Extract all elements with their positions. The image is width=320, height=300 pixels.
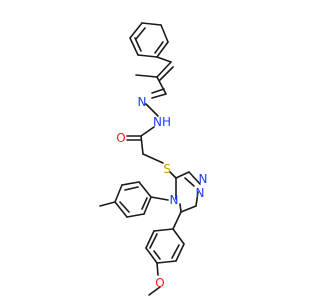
bond bbox=[140, 135, 144, 155]
bond bbox=[156, 260, 177, 264]
bond bbox=[156, 61, 172, 78]
bond-inner bbox=[171, 244, 180, 259]
bond-inner bbox=[154, 41, 164, 54]
bond bbox=[156, 41, 169, 58]
bond bbox=[160, 24, 169, 43]
atom-n-imine: N bbox=[138, 95, 147, 109]
bond bbox=[140, 126, 155, 137]
atom-n-triazole-left: N bbox=[170, 193, 179, 207]
atom-s-thioether: S bbox=[163, 162, 171, 176]
bond bbox=[145, 230, 155, 249]
bond bbox=[145, 247, 158, 264]
bond bbox=[145, 103, 159, 117]
bond-double bbox=[151, 88, 165, 94]
bond bbox=[121, 181, 140, 186]
atom-nh-hydrazide: NH bbox=[153, 115, 171, 129]
bond-double bbox=[184, 177, 195, 187]
bond-inner bbox=[119, 201, 130, 213]
bond bbox=[150, 196, 169, 201]
molecule-structure: N NH O S N N N O bbox=[99, 22, 207, 296]
bond bbox=[143, 196, 152, 215]
methoxyphenyl-group bbox=[145, 211, 185, 296]
bond bbox=[179, 203, 182, 213]
bond bbox=[114, 201, 128, 218]
bond-inner bbox=[141, 197, 148, 210]
atom-o-methoxy: O bbox=[155, 276, 164, 290]
phenyl-ring bbox=[129, 22, 169, 58]
bond-inner bbox=[153, 250, 161, 260]
bond bbox=[169, 171, 177, 179]
bond bbox=[172, 211, 182, 230]
bond bbox=[188, 171, 201, 185]
bond-inner bbox=[134, 37, 142, 52]
atom-n-triazole-right: N bbox=[196, 186, 205, 200]
atom-n-triazole-top: N bbox=[199, 172, 208, 186]
bond bbox=[156, 76, 167, 95]
bond bbox=[142, 153, 164, 164]
bond bbox=[156, 262, 159, 276]
atom-o-carbonyl: O bbox=[116, 131, 125, 145]
alkenyl-chain bbox=[135, 56, 174, 99]
bond bbox=[129, 22, 143, 39]
bond bbox=[156, 56, 172, 63]
tolyl-group bbox=[99, 181, 169, 218]
bond bbox=[141, 22, 162, 26]
triazole-ring bbox=[169, 171, 201, 213]
bond bbox=[172, 228, 185, 245]
methyl-bond bbox=[148, 286, 161, 296]
bond bbox=[126, 213, 145, 218]
molecule-canvas: N NH O S N N N O bbox=[99, 22, 207, 296]
bond bbox=[175, 171, 190, 179]
bond-inner bbox=[149, 233, 158, 249]
bond-double bbox=[159, 66, 174, 81]
methyl-bond bbox=[99, 201, 116, 207]
bond bbox=[138, 181, 152, 198]
bond-inner bbox=[124, 186, 139, 191]
bond bbox=[175, 243, 185, 262]
bond bbox=[114, 184, 123, 203]
bond bbox=[153, 228, 174, 232]
hydrazide-linker bbox=[126, 103, 164, 164]
bond-inner bbox=[135, 27, 146, 40]
bond bbox=[129, 37, 139, 56]
bond bbox=[137, 54, 158, 58]
bond bbox=[151, 93, 167, 99]
bond bbox=[195, 191, 199, 207]
atom-labels: N NH O S N N N O bbox=[116, 95, 207, 290]
bond bbox=[180, 205, 197, 213]
methyl-bond bbox=[135, 74, 158, 78]
